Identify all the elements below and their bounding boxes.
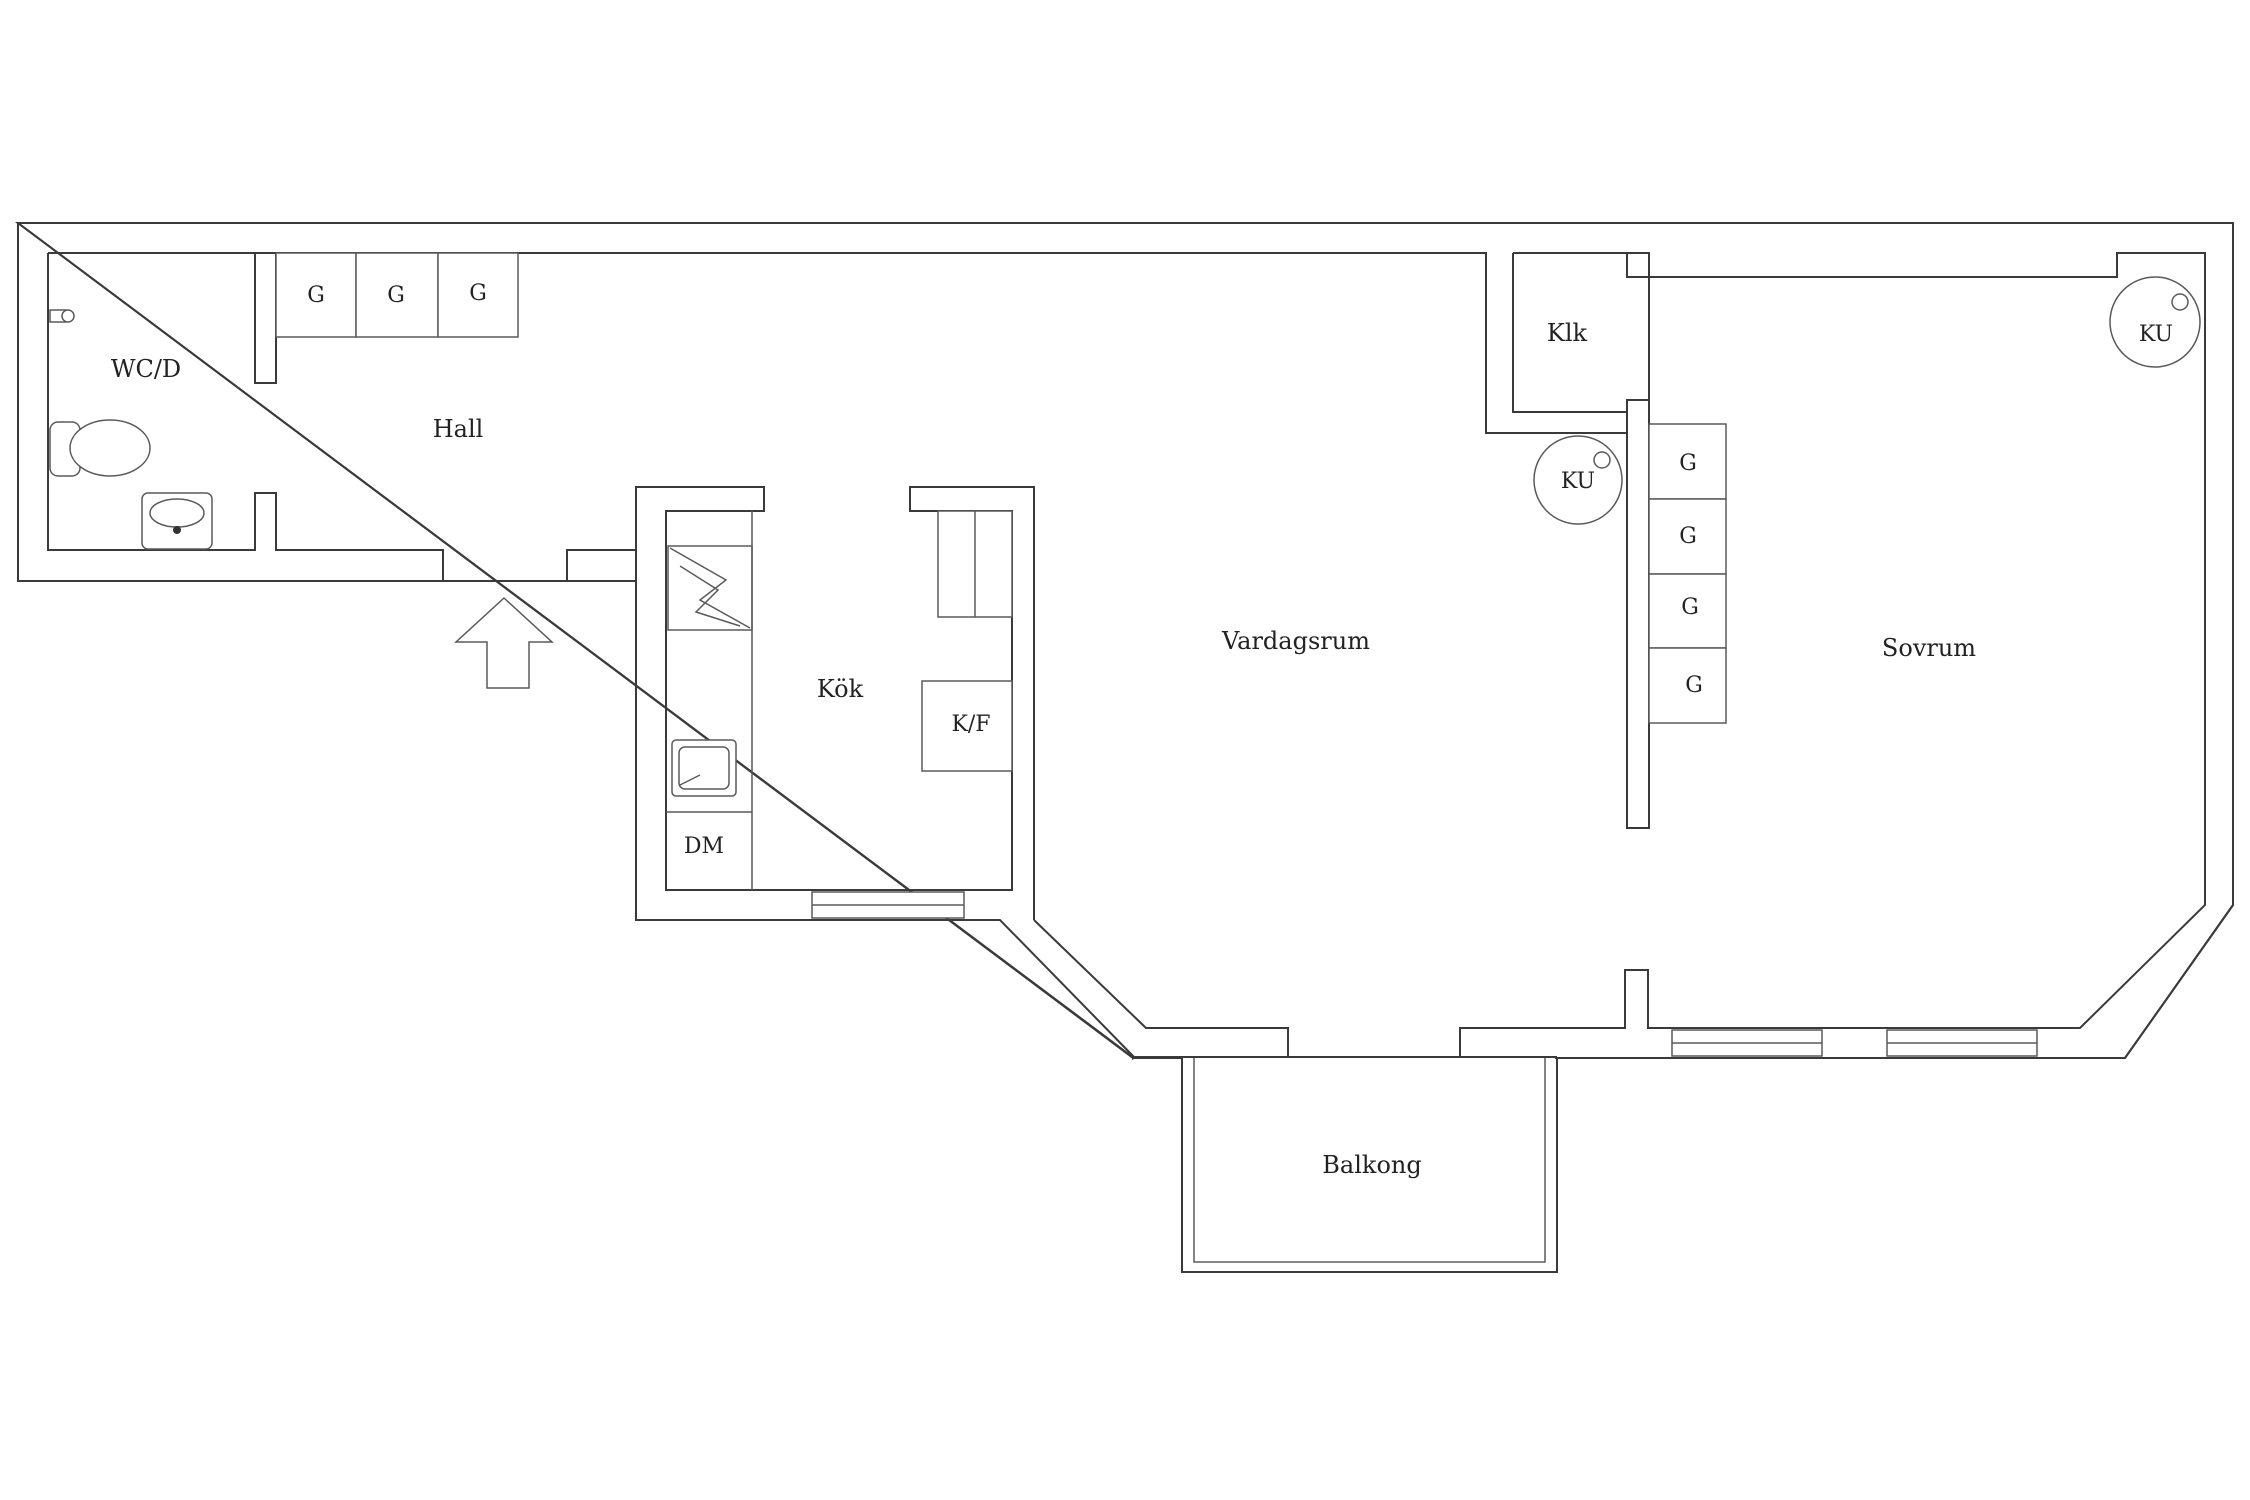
bedroom-wardrobes <box>1648 423 1727 724</box>
dishwasher-label: DM <box>684 834 724 859</box>
outer-wall-left <box>17 223 1136 1059</box>
tiled-stove-bedroom-icon <box>2109 276 2201 368</box>
dishwasher-box <box>666 511 753 890</box>
tiled-stove-label: KU <box>2139 322 2173 347</box>
wardrobe-label: G <box>307 283 325 308</box>
tiled-stove-label: KU <box>1561 469 1595 494</box>
wardrobe-label: G <box>1679 451 1697 476</box>
closet-bottom <box>1486 412 1628 434</box>
room-label-kitchen: Kök <box>817 675 864 703</box>
stove-icon <box>667 545 753 631</box>
fridge-freezer-box <box>921 680 1013 772</box>
room-label-hall: Hall <box>433 415 484 443</box>
wardrobe-label: G <box>469 281 487 306</box>
hall-wardrobes <box>275 252 519 338</box>
washbasin-icon <box>141 492 213 550</box>
room-label-bedroom: Sovrum <box>1882 634 1976 662</box>
living-lower-wall <box>1033 919 1289 1057</box>
kitchen-pantry <box>937 510 1013 618</box>
tiled-stove-icon <box>1533 435 1623 525</box>
wc-hall-partition-top <box>254 253 277 384</box>
towel-hook-icon <box>49 309 75 323</box>
wardrobe-label: G <box>1679 524 1697 549</box>
kitchen-window <box>811 891 965 919</box>
entrance-arrow-icon <box>454 596 554 689</box>
balcony-inner <box>1193 1058 1546 1263</box>
room-label-living: Vardagsrum <box>1221 627 1370 655</box>
toilet-icon <box>49 419 151 477</box>
living-lower-wall-right <box>1459 252 2206 1057</box>
kitchen-sink-icon <box>671 739 737 797</box>
bedroom-window-right <box>1886 1029 2038 1057</box>
bedroom-window-left <box>1671 1029 1823 1057</box>
wardrobe-label: G <box>1681 595 1699 620</box>
room-label-balcony: Balkong <box>1322 1151 1421 1179</box>
balcony-outer <box>1181 1058 1558 1273</box>
inner-wall <box>47 253 637 582</box>
kitchen-left-wall <box>635 486 1035 920</box>
room-label-closet: Klk <box>1547 319 1588 347</box>
room-label-wc: WC/D <box>111 355 181 383</box>
wardrobe-label: G <box>387 283 405 308</box>
wardrobe-label: G <box>1685 673 1703 698</box>
bedroom-partition <box>1626 400 1650 829</box>
fridge-freezer-label: K/F <box>951 712 990 737</box>
